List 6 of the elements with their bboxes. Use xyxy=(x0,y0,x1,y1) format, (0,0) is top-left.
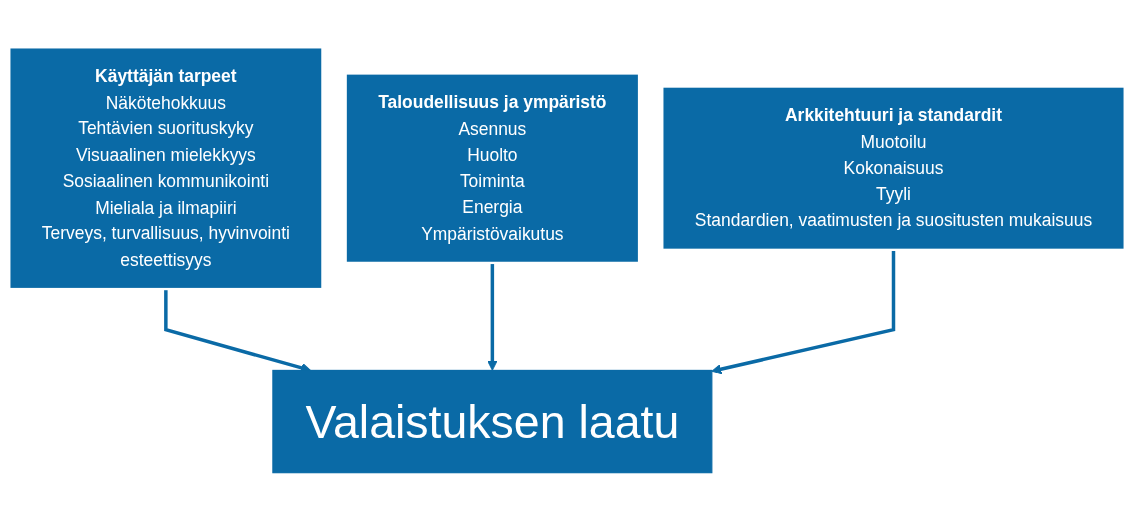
node-box: Taloudellisuus ja ympäristö Asennus Huolto Toiminta Energia Ympäristövaikutus xyxy=(344,72,641,265)
arrow xyxy=(711,249,896,375)
node-box: Käyttäjän tarpeet Näkötehokkuus Tehtävien suorituskyky Visuaalinen mielekkyys Sosiaalinen kommunikointi Mieliala ja ilmapiiri Terveys, turvallisuus, hyvinvointi esteettisyys xyxy=(8,46,324,291)
node-box: Arkkitehtuuri ja standardit Muotoilu Kokonaisuus Tyyli Standardien, vaatimusten ja suositusten mukaisuus xyxy=(661,85,1126,251)
arrow xyxy=(487,262,498,371)
node-box: Valaistuksen laatu xyxy=(272,369,713,474)
